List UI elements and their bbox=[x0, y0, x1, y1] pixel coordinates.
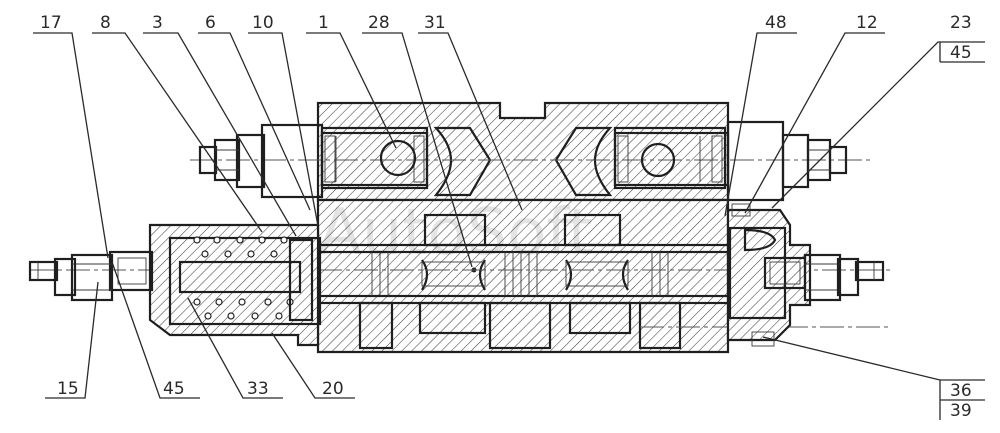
end-cap-right bbox=[726, 203, 885, 347]
callout-31: 31 bbox=[424, 13, 446, 33]
callout-23: 23 bbox=[950, 13, 972, 33]
callout-12: 12 bbox=[856, 13, 878, 33]
callout-8: 8 bbox=[100, 13, 111, 33]
callout-36: 36 bbox=[950, 381, 972, 401]
spring-coils-left bbox=[193, 236, 294, 320]
callout-33: 33 bbox=[247, 379, 269, 399]
callout-45-top: 45 bbox=[950, 43, 972, 63]
callout-39: 39 bbox=[950, 401, 972, 421]
callout-1: 1 bbox=[318, 13, 329, 33]
callout-20: 20 bbox=[322, 379, 344, 399]
callout-6: 6 bbox=[205, 13, 216, 33]
spring-housing-left bbox=[148, 223, 322, 347]
callout-labels: 17 8 3 6 10 1 28 31 48 12 23 45 15 45 33… bbox=[40, 13, 972, 421]
callout-15: 15 bbox=[57, 379, 79, 399]
callout-45-bottom: 45 bbox=[163, 379, 185, 399]
callout-3: 3 bbox=[152, 13, 163, 33]
callout-10: 10 bbox=[252, 13, 274, 33]
watermark-text: AutoSoft bbox=[318, 196, 593, 270]
callout-48: 48 bbox=[765, 13, 787, 33]
check-valve-right bbox=[613, 120, 848, 202]
callout-17: 17 bbox=[40, 13, 62, 33]
callout-leaders bbox=[33, 32, 985, 420]
check-valve-left bbox=[198, 123, 429, 199]
callout-28: 28 bbox=[368, 13, 390, 33]
adjusting-screw-left bbox=[28, 250, 154, 302]
